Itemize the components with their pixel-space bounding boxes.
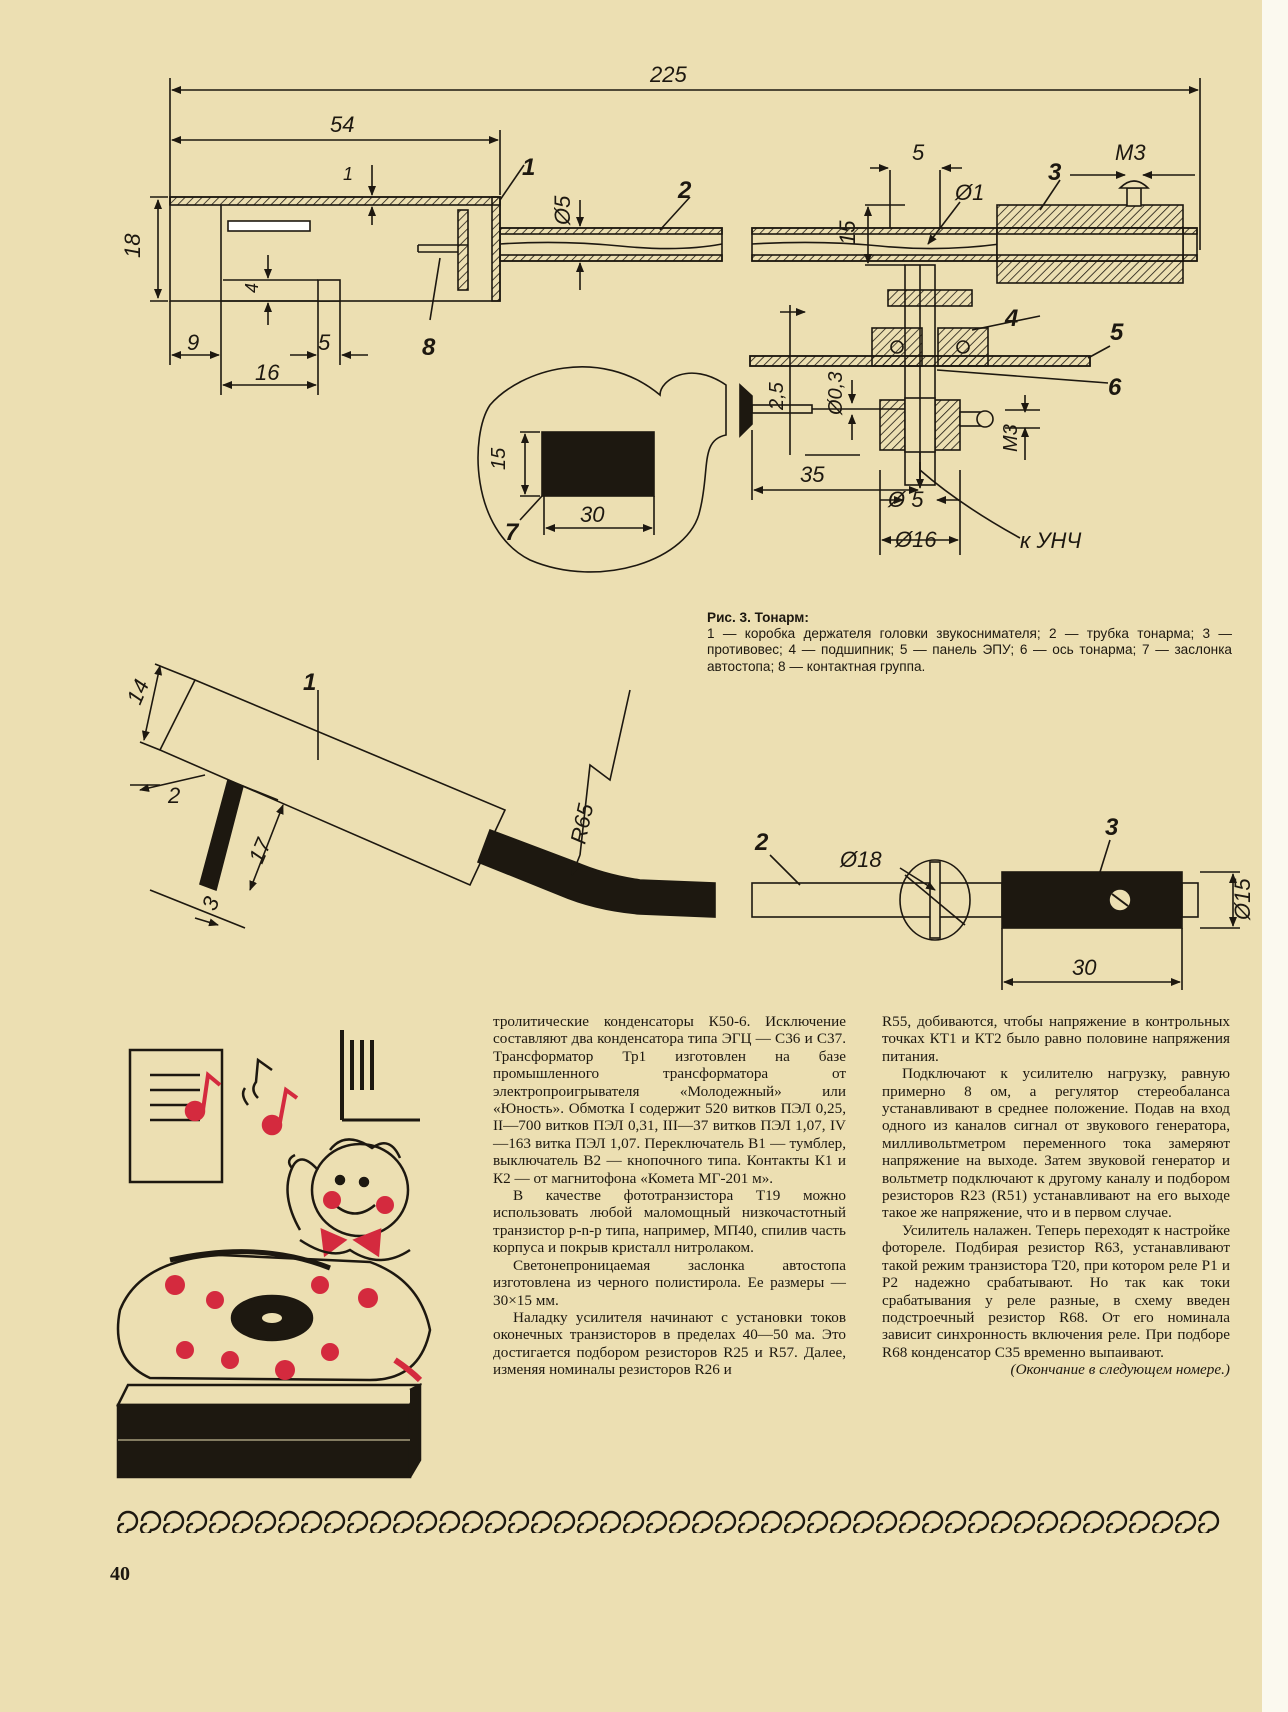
label-side-n1: 1 <box>303 669 316 696</box>
dim-side-2: 2 <box>167 783 180 808</box>
label-n6: 6 <box>1108 374 1122 401</box>
dim-thread-top: М3 <box>1115 140 1146 165</box>
dim-wall: 1 <box>343 164 353 184</box>
dim-total-length: 225 <box>649 62 687 87</box>
page-number: 40 <box>110 1563 130 1585</box>
caption-text: 1 — коробка держателя головки звукоснима… <box>707 626 1232 674</box>
text-column-1: тролитические конденсаторы К50-6. Исключ… <box>493 1013 846 1379</box>
dim-16: 16 <box>255 360 280 385</box>
paragraph: R55, добиваются, чтобы напряжение в конт… <box>882 1013 1230 1065</box>
continuation-note: (Окончание в следующем номере.) <box>1010 1361 1230 1379</box>
label-n2: 2 <box>677 177 692 204</box>
label-to-amp: к УНЧ <box>1020 528 1081 553</box>
record-player-illustration <box>115 1030 432 1479</box>
dim-dia-18: Ø18 <box>839 847 882 872</box>
dim-hub-dia: Ø16 <box>894 527 937 552</box>
dim-5-top: 5 <box>912 140 925 165</box>
paragraph: Усилитель налажен. Теперь переходят к на… <box>882 1221 1230 1361</box>
label-n5: 5 <box>1110 319 1124 346</box>
label-n7: 7 <box>505 519 520 546</box>
dim-thread-side: М3 <box>1000 424 1022 452</box>
dim-cw-dia: Ø15 <box>1230 878 1255 921</box>
dim-side-17: 17 <box>244 834 277 867</box>
dim-box-length: 54 <box>330 112 354 137</box>
dim-0-3: Ø0,3 <box>825 372 847 416</box>
dim-tube-dia: Ø5 <box>550 195 575 226</box>
dim-9: 9 <box>187 330 199 355</box>
page-edge <box>1262 0 1288 1712</box>
dim-cw-length: 30 <box>1072 955 1097 980</box>
paragraph: тролитические конденсаторы К50-6. Исключ… <box>493 1013 846 1187</box>
tonearm-drawing: 225 54 1 18 9 16 4 5 Ø5 5 М3 15 Ø1 2,5 Ø… <box>115 62 1255 1479</box>
paragraph: Наладку усилителя начинают с установки т… <box>493 1308 846 1379</box>
dim-axis-dia: Ø 5 <box>887 487 924 512</box>
dim-2-5: 2,5 <box>766 381 788 411</box>
dim-35: 35 <box>800 462 825 487</box>
label-n8: 8 <box>422 334 436 361</box>
decorative-border <box>117 1510 1220 1533</box>
dim-15-upright: 15 <box>835 220 860 245</box>
dim-hole-dia: Ø1 <box>954 180 984 205</box>
label-n4: 4 <box>1004 305 1018 332</box>
label-r65: R65 <box>565 801 598 846</box>
dim-side-14: 14 <box>122 676 155 708</box>
caption-title: Рис. 3. Тонарм: <box>707 610 809 625</box>
text-column-2: R55, добиваются, чтобы напряжение в конт… <box>882 1013 1230 1379</box>
label-n3: 3 <box>1048 159 1062 186</box>
dim-5-slot: 5 <box>318 330 331 355</box>
dim-box-height: 18 <box>120 233 145 258</box>
label-side-n3: 3 <box>1105 814 1119 841</box>
label-n1: 1 <box>522 154 535 181</box>
paragraph: Подключают к усилителю нагрузку, равную … <box>882 1065 1230 1222</box>
dim-4: 4 <box>242 283 262 293</box>
figure-caption: Рис. 3. Тонарм: 1 — коробка держателя го… <box>707 610 1232 675</box>
dim-shutter-width: 30 <box>580 502 605 527</box>
paragraph: Светонепроницаемая заслонка автостопа из… <box>493 1256 846 1309</box>
dim-shutter-height: 15 <box>488 447 510 470</box>
label-side-n2: 2 <box>754 829 769 856</box>
paragraph: В качестве фототранзистора Т19 можно исп… <box>493 1187 846 1257</box>
